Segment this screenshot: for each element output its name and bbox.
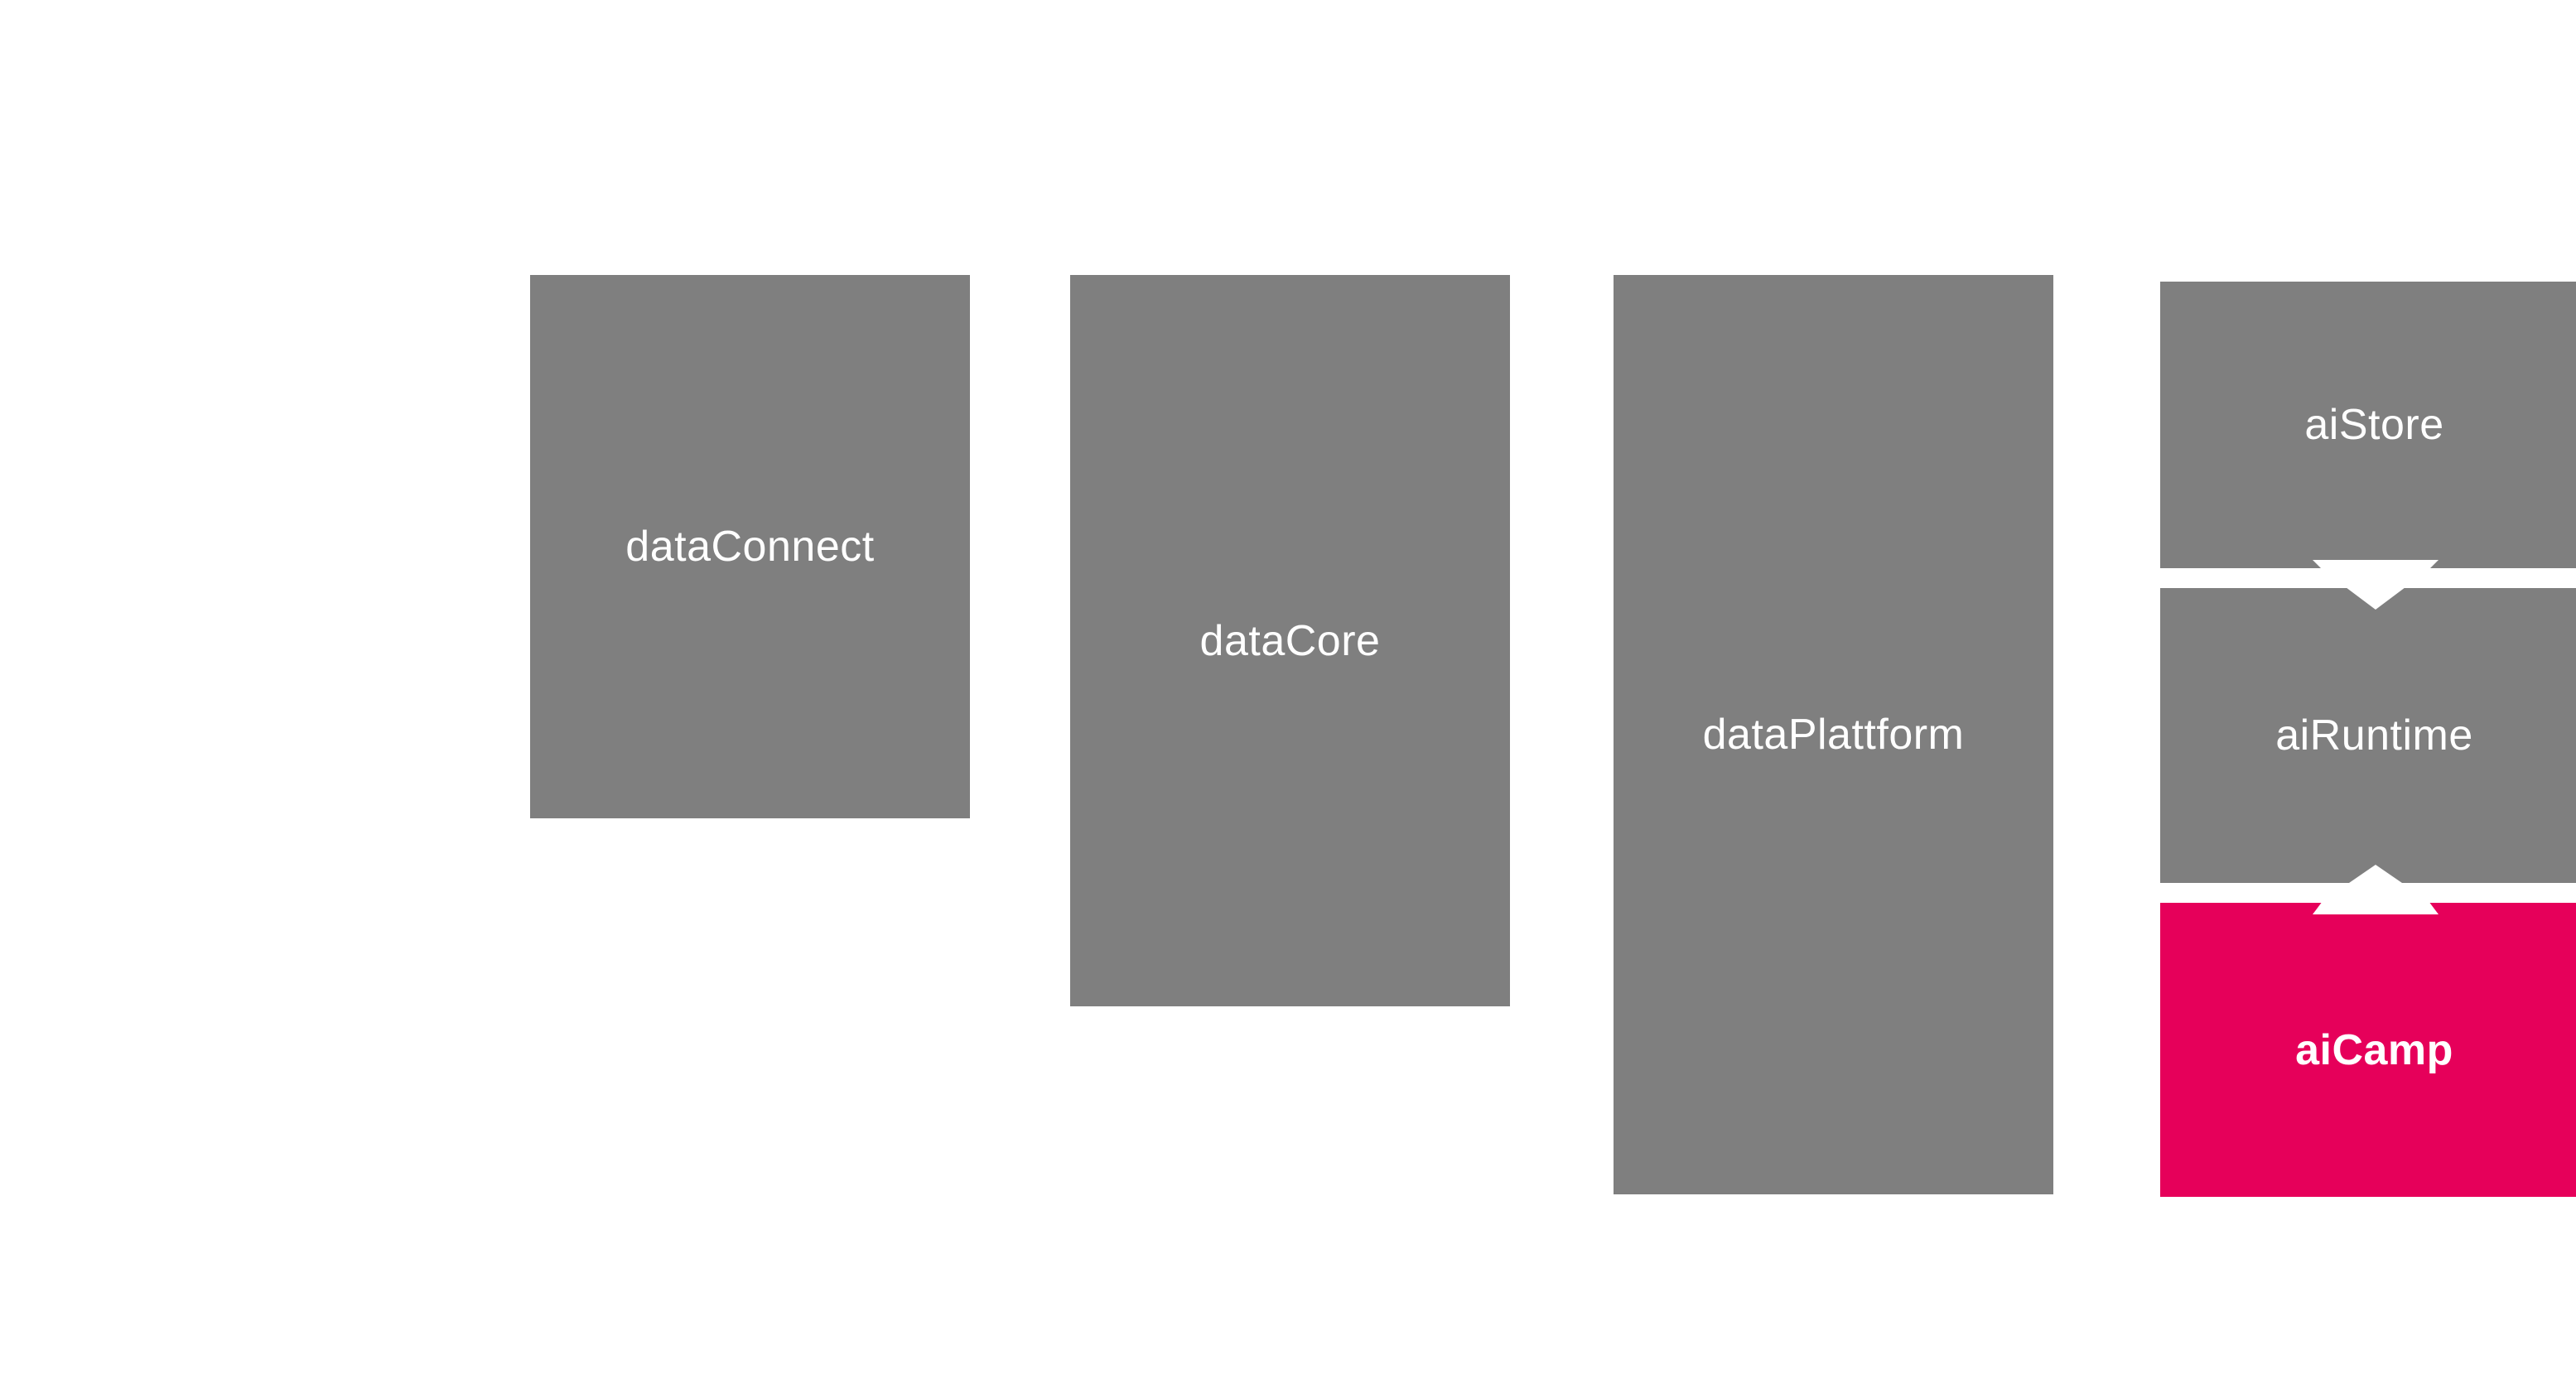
dataconnect-block: dataConnect	[530, 275, 970, 818]
dataplattform-block: dataPlattform	[1614, 275, 2053, 1194]
airuntime-label: aiRuntime	[2275, 711, 2473, 760]
aistore-block: aiStore	[2160, 282, 2576, 568]
datacore-block: dataCore	[1070, 275, 1510, 1006]
datacore-label: dataCore	[1199, 616, 1381, 665]
airuntime-block: aiRuntime	[2160, 588, 2576, 883]
dataplattform-label: dataPlattform	[1702, 711, 1965, 759]
aicamp-block: aiCamp	[2160, 903, 2576, 1197]
dataconnect-label: dataConnect	[625, 523, 875, 571]
aistore-label: aiStore	[2304, 401, 2444, 449]
aicamp-label: aiCamp	[2295, 1025, 2453, 1074]
